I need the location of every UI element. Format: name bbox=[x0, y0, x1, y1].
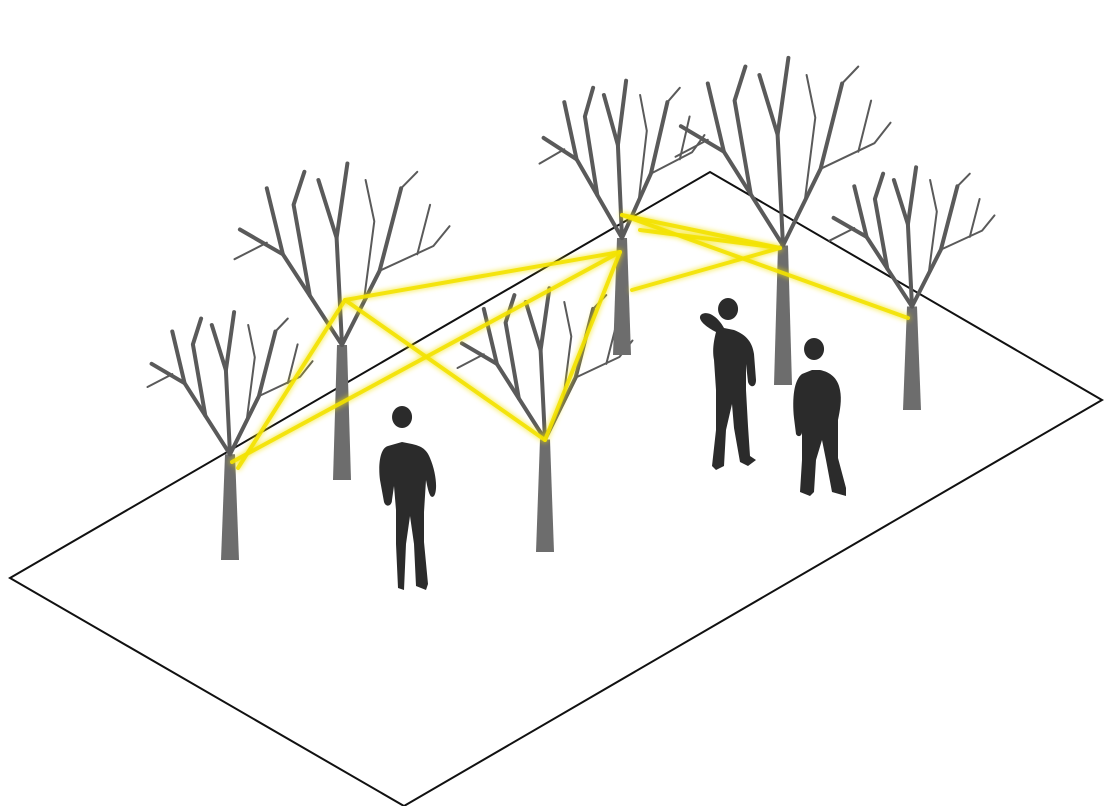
tree-branch bbox=[667, 88, 679, 102]
tree-branch bbox=[152, 364, 230, 455]
tree bbox=[540, 81, 705, 355]
tree-branch bbox=[894, 180, 908, 224]
light-line bbox=[238, 300, 345, 468]
trees-group bbox=[148, 58, 995, 560]
tree-branch bbox=[541, 288, 550, 439]
tree bbox=[676, 58, 891, 385]
tree-branch bbox=[957, 174, 969, 187]
tree-branch bbox=[212, 325, 226, 370]
tree-branch bbox=[417, 205, 430, 255]
tree-branch bbox=[676, 140, 708, 157]
tree-trunk bbox=[221, 454, 239, 560]
tree-branch bbox=[235, 243, 267, 260]
tree bbox=[148, 312, 313, 560]
ground-plane bbox=[10, 172, 1102, 806]
tree-branch bbox=[970, 199, 980, 237]
person-hand-on-head bbox=[700, 298, 756, 470]
tree-trunk bbox=[903, 307, 921, 411]
tree-branch bbox=[544, 138, 622, 238]
person-center bbox=[379, 406, 436, 590]
tree-branch bbox=[148, 374, 173, 387]
tree-branch bbox=[540, 149, 565, 163]
light-line bbox=[632, 248, 780, 290]
tree-branch bbox=[458, 354, 484, 368]
person-right bbox=[793, 338, 846, 496]
tree-branch bbox=[604, 95, 618, 145]
tree-branch bbox=[337, 164, 348, 346]
tree-trunk bbox=[536, 440, 554, 553]
tree-branch bbox=[908, 167, 916, 306]
tree-branch bbox=[759, 75, 777, 135]
tree-branch bbox=[834, 218, 912, 307]
light-line bbox=[545, 252, 620, 440]
tree-branch bbox=[275, 319, 287, 332]
tree-branch bbox=[226, 312, 234, 454]
tree-branch bbox=[842, 67, 858, 84]
tree-trunk bbox=[333, 345, 351, 480]
tree-trunk bbox=[774, 246, 792, 386]
tree-branch bbox=[318, 180, 336, 238]
tree-branch bbox=[830, 228, 855, 241]
tree-branch bbox=[401, 172, 417, 189]
tree-branch bbox=[526, 302, 541, 350]
tree bbox=[830, 167, 995, 410]
tree-branch bbox=[858, 101, 871, 152]
tree bbox=[235, 164, 450, 481]
